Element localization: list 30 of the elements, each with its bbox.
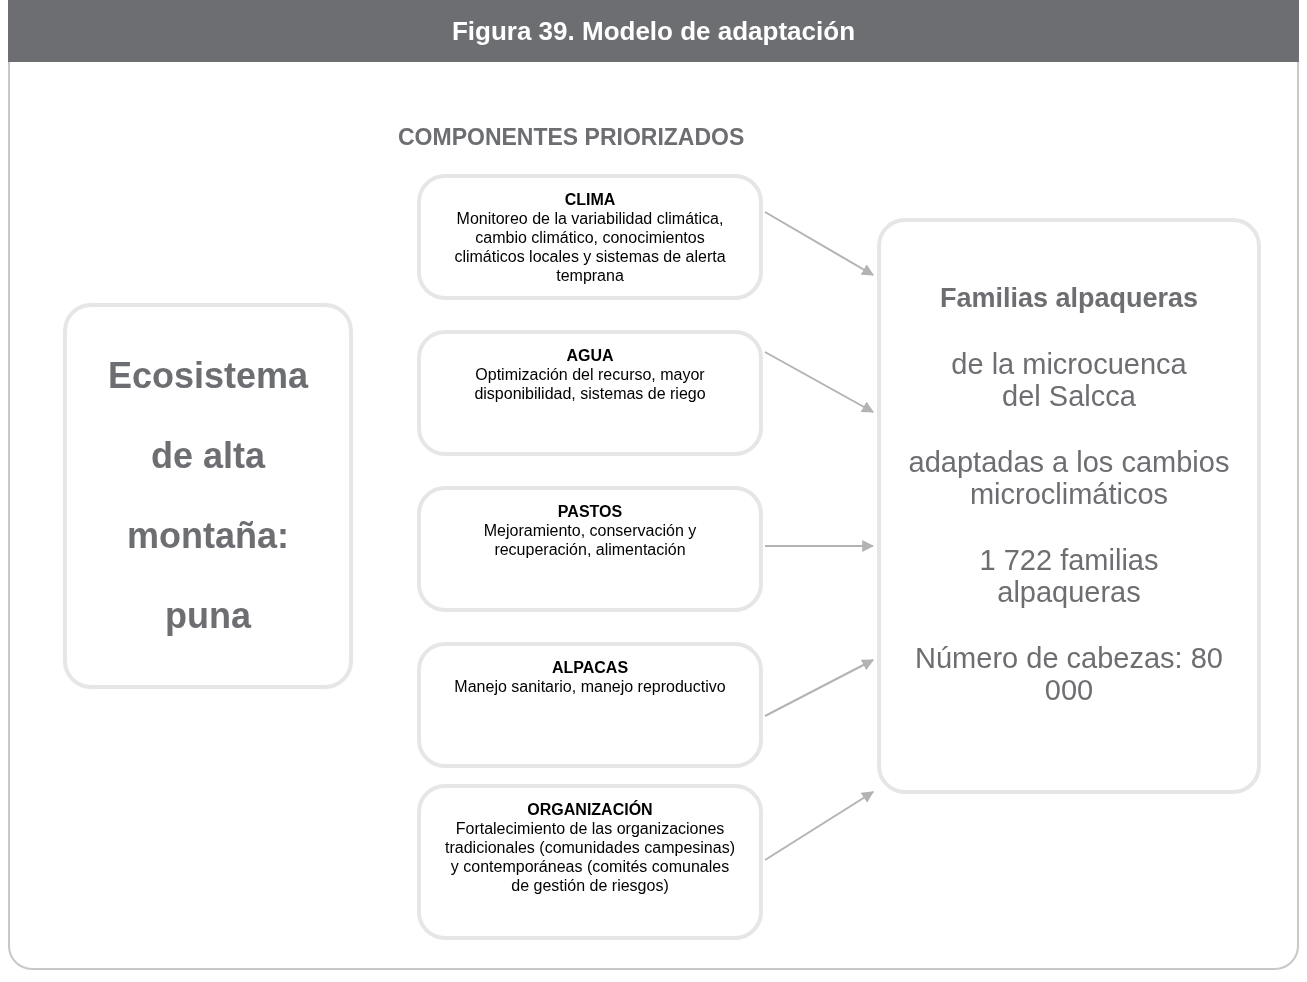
component-text: Monitoreo de la variabilidad climática, cambio climático, conocimientos climáticos locales y sistemas de alerta temprana (453, 209, 727, 285)
ecosystem-text: Ecosistema de alta montaña: puna (106, 354, 310, 638)
arrow (764, 791, 874, 861)
component-box (417, 330, 763, 456)
result-box (877, 218, 1261, 794)
component-heading: PASTOS (557, 502, 623, 521)
result-text: 1 722 familias alpaqueras (978, 544, 1160, 608)
component-heading: ALPACAS (551, 658, 629, 677)
arrow (764, 659, 875, 717)
component-heading: AGUA (566, 346, 614, 365)
result-text: adaptadas a los cambios microclimáticos (907, 446, 1231, 510)
arrow (764, 351, 875, 413)
component-text: Manejo sanitario, manejo reproductivo (453, 677, 727, 696)
component-text: Optimización del recurso, mayor disponibilidad, sistemas de riego (473, 365, 707, 403)
component-box (417, 642, 763, 768)
component-heading: CLIMA (564, 190, 616, 209)
component-text: Mejoramiento, conservación y recuperación, alimentación (482, 521, 698, 559)
component-text: Fortalecimiento de las organizaciones tradicionales (comunidades campesinas) y contemporáneas (comités comunales de gestión de riesgos) (445, 819, 735, 895)
title: Figura 39. Modelo de adaptación (451, 14, 856, 48)
result-text: Número de cabezas: 80 000 (914, 642, 1224, 706)
ecosystem-box (63, 303, 353, 689)
arrow (764, 211, 875, 276)
component-box (417, 784, 763, 940)
section-heading: COMPONENTES PRIORIZADOS (398, 123, 745, 152)
component-heading: ORGANIZACIÓN (527, 800, 653, 819)
component-box (417, 486, 763, 612)
component-box (417, 174, 763, 300)
arrow (764, 540, 875, 552)
result-text: de la microcuenca del Salcca (950, 348, 1188, 412)
result-heading: Familias alpaqueras (939, 282, 1199, 314)
